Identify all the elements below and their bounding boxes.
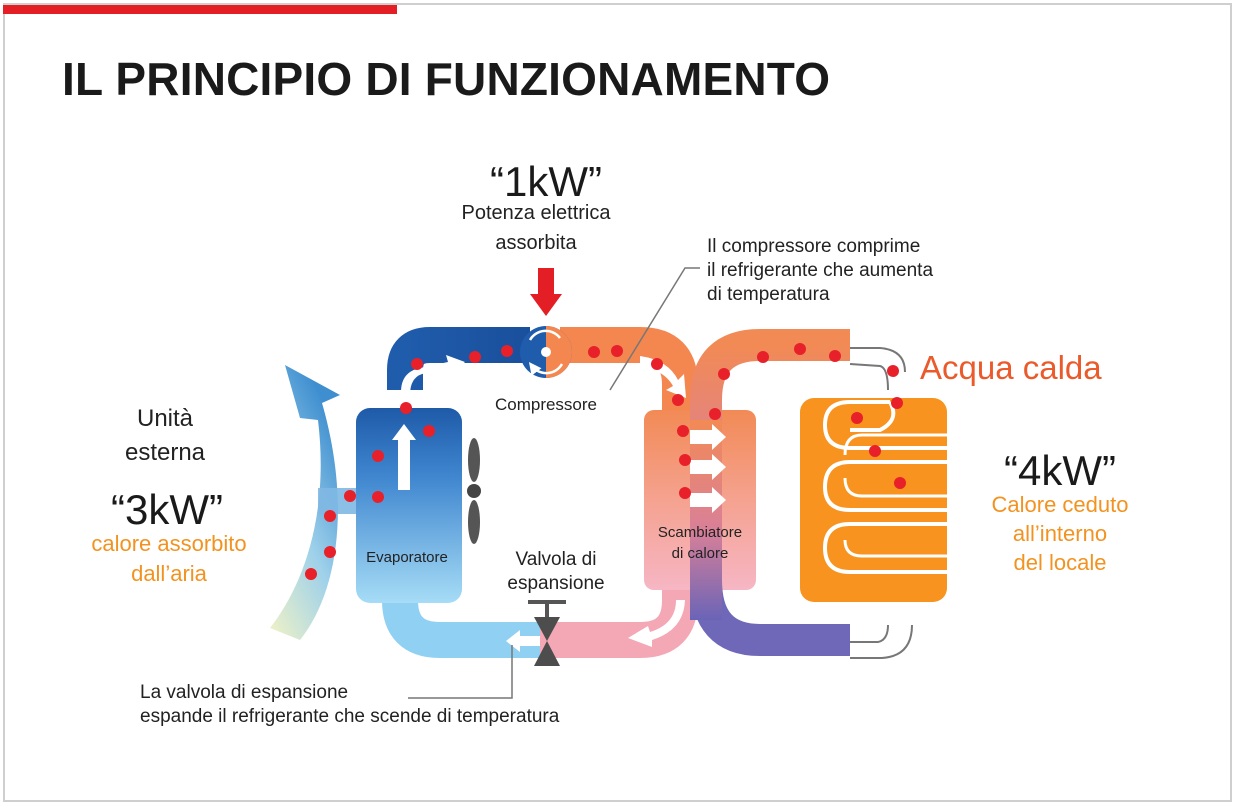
water-pipe-out-2 [849,363,889,391]
radiator-coil-inner [843,433,948,558]
delivered-heat-desc1: Calore ceduto [991,492,1129,517]
radiator-coil [822,400,948,574]
valve-label-line2: espansione [507,573,605,594]
accent-bar [3,5,397,14]
water-loop-fill [690,420,722,620]
fan-icon [467,438,481,544]
evaporator-label: Evaporatore [366,549,448,566]
compressor-callout-line [609,267,700,391]
electric-power-line1: Potenza elettrica [461,202,611,224]
electric-power-line2: assorbita [495,232,577,254]
compressor-note-line1: Il compressore comprime [707,236,921,257]
compressor-note-line2: il refrigerante che aumenta [707,260,934,281]
outdoor-unit-line2: esterna [124,439,206,466]
absorbed-heat-desc1: calore assorbito [91,531,247,556]
absorbed-heat-desc2: dall’aria [131,561,207,586]
compressor-note-line3: di temperatura [707,284,830,305]
refrigerant-dots [305,343,906,580]
valve-note-line1: La valvola di espansione [140,682,349,703]
page-frame [3,3,1232,802]
valve-callout-line [408,645,513,699]
expansion-valve-icon [528,600,566,666]
water-loop [690,329,850,600]
water-pipe-out [850,347,906,373]
page-title: IL PRINCIPIO DI FUNZIONAMENTO [62,53,831,105]
compressor-rotation-icon [530,329,564,373]
water-pipe-in [850,624,913,659]
valve-label-line1: Valvola di [515,549,597,570]
electric-power-value: “1kW” [490,158,602,205]
delivered-heat-value: “4kW” [1004,447,1116,494]
pipe-cold-bottom [382,599,560,658]
exchanger-label-line1: Scambiatore [657,524,743,541]
delivered-heat-desc2: all’interno [1012,521,1108,546]
valve-note-line2: espande il refrigerante che scende di te… [140,706,560,727]
absorbed-heat-value: “3kW” [111,486,223,533]
compressor-hot-half [546,326,572,378]
outdoor-unit-line1: Unità [136,405,194,432]
pipe-cold-top [387,327,530,390]
exchanger-label-line2: di calore [671,545,729,562]
water-pipe-in-2 [850,624,889,643]
hot-water-label: Acqua calda [920,349,1102,386]
outdoor-air-arrow [270,365,340,640]
flow-arrows [392,355,726,652]
compressor-label: Compressore [494,395,598,414]
electric-input-arrow [530,268,562,316]
compressor-hub [541,347,551,357]
delivered-heat-desc3: del locale [1013,550,1107,575]
